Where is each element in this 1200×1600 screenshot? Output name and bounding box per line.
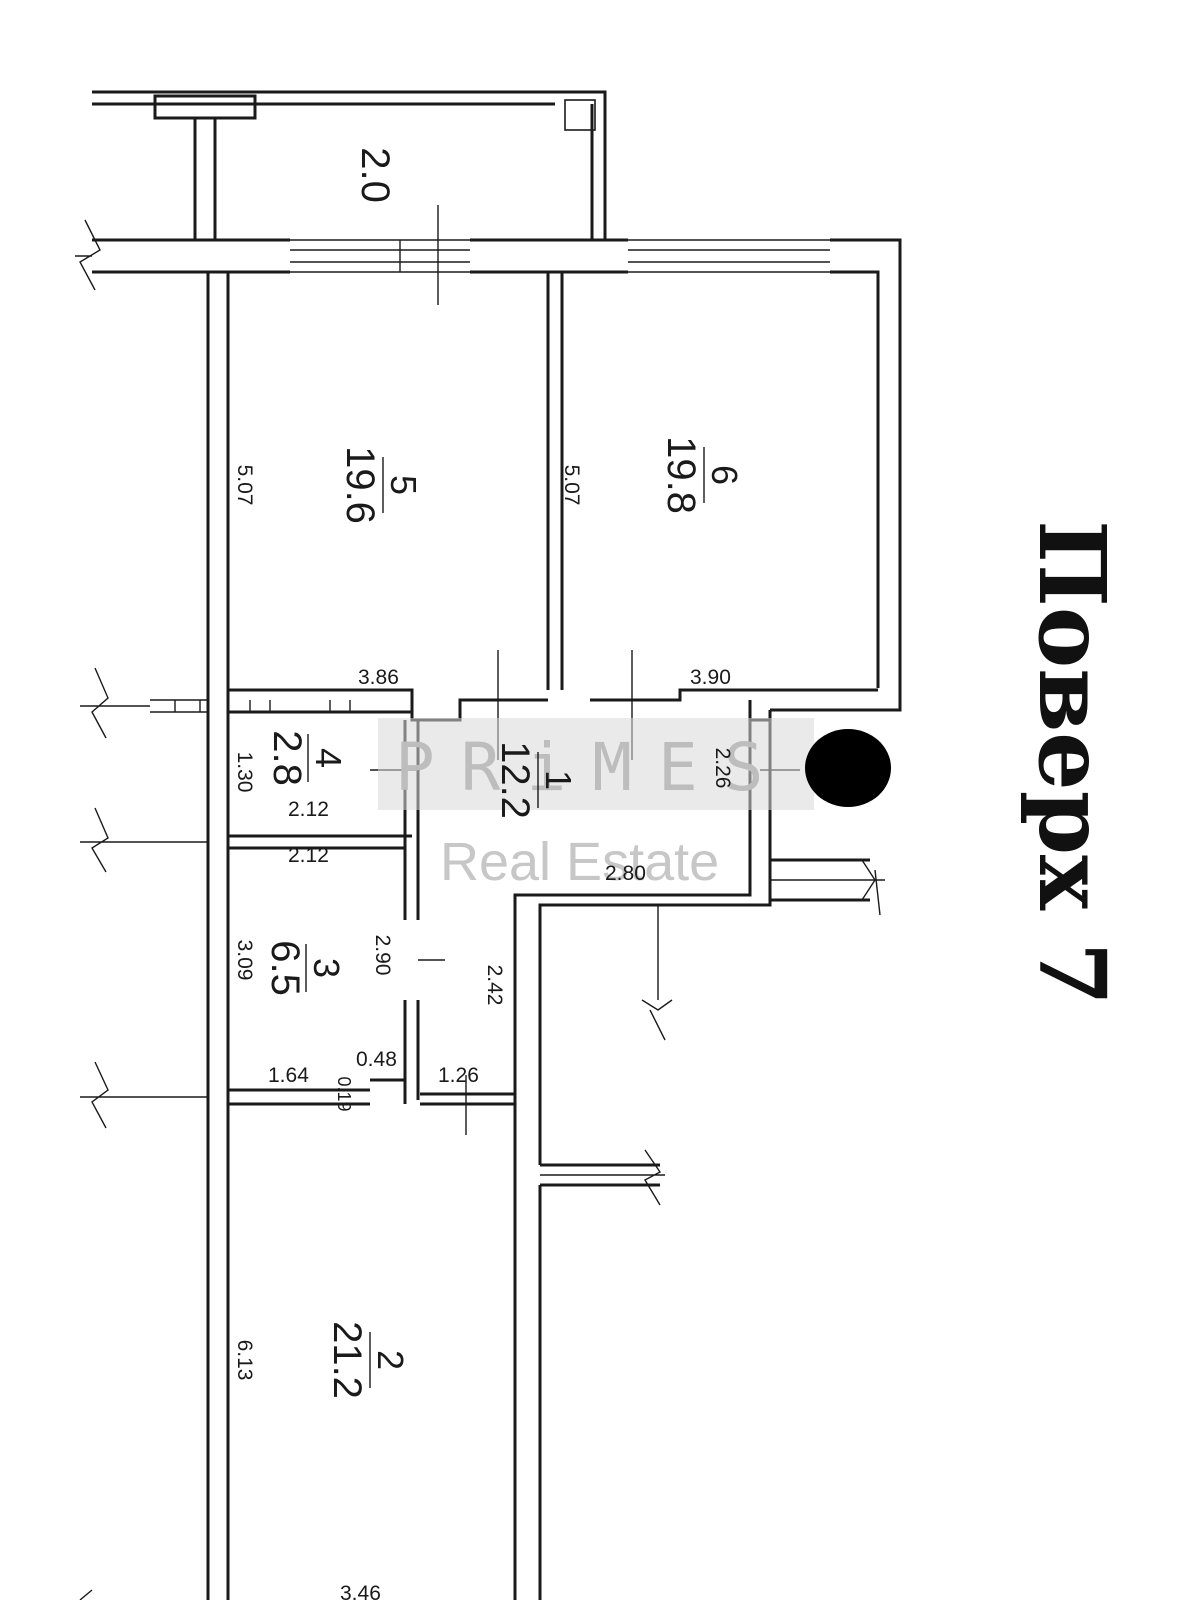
balcony-column (153, 94, 257, 120)
break-mark (80, 667, 150, 739)
dimension-label: 3.90 (690, 666, 731, 689)
room-area: 2.0 (353, 147, 397, 203)
break-mark (75, 219, 101, 291)
corridor-wall-top (228, 688, 878, 722)
watermark: PRiMES Real Estate (378, 718, 814, 892)
floor-title-text: Поверх 7 (1018, 520, 1126, 1006)
dimension-label: 5.07 (560, 465, 583, 506)
dimension-label: 0.19 (334, 1076, 354, 1111)
break-mark (79, 1589, 93, 1600)
wall-4-hall (403, 720, 420, 1100)
break-mark (80, 1061, 208, 1129)
wall-3-2 (228, 1078, 515, 1106)
outer-wall-left (206, 272, 230, 1600)
dimension-label: 3.09 (233, 940, 256, 981)
break-mark (770, 859, 885, 916)
break-mark (540, 1149, 665, 1206)
watermark-main-text: PRiMES (395, 729, 789, 806)
break-mark (641, 905, 673, 1041)
room-number: 3 (306, 958, 347, 978)
redaction-marker (805, 729, 891, 807)
hallway-east-wall (513, 720, 772, 1600)
room-number: 6 (704, 465, 745, 485)
room-number: 5 (383, 475, 424, 495)
room-area: 19.8 (659, 436, 703, 514)
room-number: 4 (308, 748, 349, 768)
dimension-label: 6.13 (233, 1340, 256, 1381)
room-area: 6.5 (263, 940, 307, 996)
window-room-5 (290, 239, 470, 273)
room-label-4: 4 2.8 (265, 730, 349, 786)
outer-wall-upper (92, 238, 902, 712)
room-label-2: 2 21.2 (325, 1321, 411, 1399)
dimension-label: 5.07 (233, 465, 256, 506)
break-marks (75, 219, 885, 1600)
dimension-label: 0.48 (356, 1048, 397, 1071)
balcony-column-stem (193, 118, 217, 240)
dimension-labels: 5.07 5.07 3.86 3.90 1.30 2.12 2.12 2.26 … (233, 465, 734, 1600)
room-label-6: 6 19.8 (659, 436, 745, 514)
dimension-label: 2.12 (288, 844, 329, 867)
watermark-band (378, 718, 814, 810)
dimension-label: 2.90 (371, 935, 394, 976)
dimension-label: 1.30 (233, 752, 256, 793)
partition-5-6 (546, 272, 564, 690)
dimension-label: 3.86 (358, 666, 399, 689)
dimension-label: 2.42 (483, 965, 506, 1006)
room-label-1: 1 12.2 (493, 741, 579, 819)
dimension-label: 1.64 (268, 1064, 309, 1087)
dimension-label: 3.46 (340, 1582, 381, 1600)
dimension-label: 2.80 (605, 862, 646, 885)
watermark-sub-text: Real Estate (440, 832, 719, 892)
room-area: 12.2 (493, 741, 537, 819)
room-number: 1 (538, 770, 579, 790)
door-ticks (370, 205, 800, 1135)
dimension-label: 1.26 (438, 1064, 479, 1087)
room-label-3: 3 6.5 (263, 940, 347, 996)
window-room-6 (628, 239, 830, 273)
vent-shafts (150, 699, 351, 713)
room-labels: 2.0 5 19.6 6 19.8 4 2.8 1 12.2 3 (263, 147, 745, 1399)
room-area: 19.6 (338, 446, 382, 524)
balcony-outline (92, 90, 607, 240)
room-label-5: 5 19.6 (338, 446, 424, 524)
break-mark (80, 807, 208, 873)
room-label-balcony: 2.0 (353, 147, 397, 203)
room-number: 2 (370, 1350, 411, 1370)
dimension-label: 2.26 (711, 748, 734, 789)
room-area: 21.2 (325, 1321, 369, 1399)
floor-title: Поверх 7 (1018, 520, 1126, 1006)
balcony-post (564, 99, 596, 131)
hallway-notch (770, 858, 870, 902)
dimension-label: 2.12 (288, 798, 329, 821)
wall-4-3 (228, 834, 412, 850)
room-area: 2.8 (265, 730, 309, 786)
